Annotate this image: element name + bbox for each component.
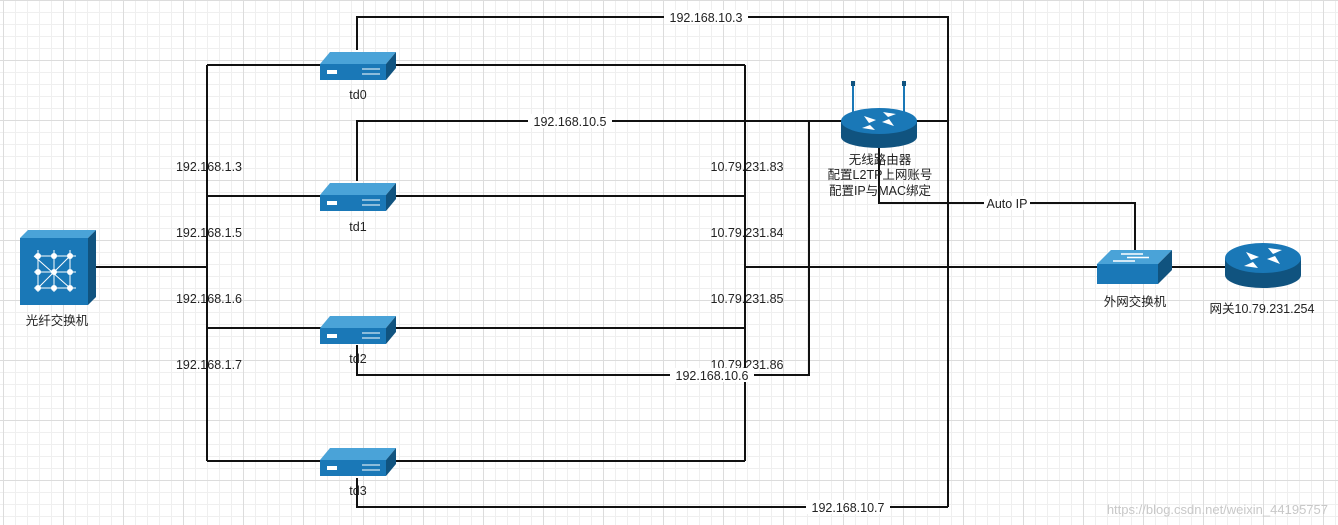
edge-label-wifi-td3: 192.168.10.7 — [812, 501, 885, 515]
edge-label-lan-td2: 192.168.1.6 — [176, 292, 242, 306]
edge-label-wifi-td1: 192.168.10.5 — [534, 115, 607, 129]
router-label-line-2: 配置L2TP上网账号 — [828, 168, 933, 182]
server-td0[interactable]: td0 — [319, 51, 397, 102]
server-td2-label: td2 — [349, 352, 366, 366]
external-switch-label: 外网交换机 — [1104, 294, 1167, 309]
edge-label-lan-td1: 192.168.1.5 — [176, 226, 242, 240]
router-icon — [1225, 243, 1301, 288]
router-label-line-3: 配置IP与MAC绑定 — [829, 183, 931, 198]
router-label-line-1: 无线路由器 — [849, 152, 912, 167]
watermark: https://blog.csdn.net/weixin_44195757 — [1107, 502, 1328, 517]
server-td0-label: td0 — [349, 88, 366, 102]
edge-label-wan-td1: 10.79.231.84 — [711, 226, 784, 240]
server-icon — [319, 315, 397, 345]
server-td3[interactable]: td3 — [319, 447, 397, 498]
fiber-switch-label: 光纤交换机 — [26, 313, 89, 328]
server-icon — [319, 447, 397, 477]
wifi-labels: 192.168.10.3 192.168.10.5 192.168.10.6 1… — [528, 10, 1030, 515]
edge-label-wan-td2: 10.79.231.85 — [711, 292, 784, 306]
edge-label-router-ext: Auto IP — [987, 197, 1028, 211]
wan-labels: 10.79.231.83 10.79.231.84 10.79.231.85 1… — [711, 160, 784, 372]
gateway-node[interactable]: 网关10.79.231.254 — [1210, 243, 1315, 316]
edge-label-wifi-td0: 192.168.10.3 — [670, 11, 743, 25]
server-td1-label: td1 — [349, 220, 366, 234]
edge-label-wifi-td2: 192.168.10.6 — [676, 369, 749, 383]
server-td1[interactable]: td1 — [319, 182, 397, 234]
edge-label-lan-td0: 192.168.1.3 — [176, 160, 242, 174]
wire-wifi-td3 — [356, 478, 948, 508]
wire-wifi-td0 — [356, 16, 949, 507]
external-switch-node[interactable]: 外网交换机 — [1097, 250, 1172, 309]
server-td2[interactable]: td2 — [319, 315, 397, 366]
server-td3-label: td3 — [349, 484, 366, 498]
fiber-switch-node[interactable]: 光纤交换机 — [20, 230, 96, 328]
server-icon — [319, 182, 397, 212]
wires — [94, 16, 1226, 508]
wireless-router-node[interactable]: 无线路由器 配置L2TP上网账号 配置IP与MAC绑定 — [828, 81, 933, 198]
lan-labels: 192.168.1.3 192.168.1.5 192.168.1.6 192.… — [176, 160, 242, 372]
network-switch-icon — [1097, 250, 1172, 284]
wireless-router-icon — [841, 81, 917, 148]
fiber-switch-icon — [20, 230, 96, 305]
wire-wifi-td1 — [356, 120, 842, 181]
server-icon — [319, 51, 397, 81]
edge-label-lan-td3: 192.168.1.7 — [176, 358, 242, 372]
wire-wifi-td2 — [356, 121, 810, 376]
gateway-label: 网关10.79.231.254 — [1210, 302, 1315, 316]
edge-label-wan-td0: 10.79.231.83 — [711, 160, 784, 174]
